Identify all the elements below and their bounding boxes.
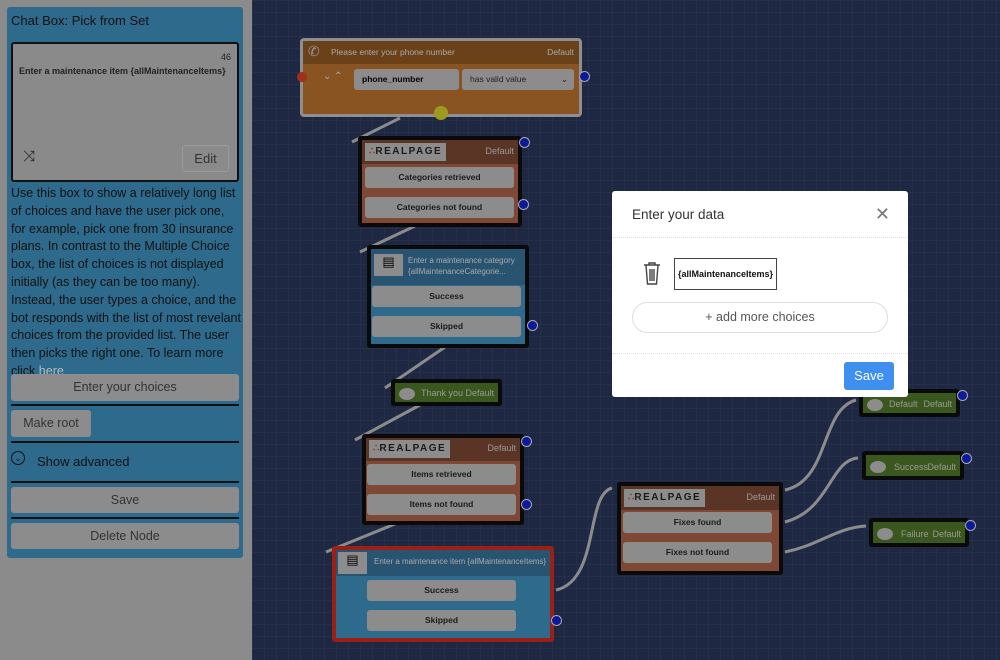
output-port[interactable] (519, 137, 530, 148)
enter-data-modal: Enter your data ✕ {allMaintenanceItems} … (612, 191, 908, 397)
connector (555, 486, 613, 592)
output-port[interactable] (518, 199, 529, 210)
error-port[interactable] (297, 72, 307, 82)
condition-value: has valid value (470, 74, 527, 84)
delete-node-button[interactable]: Delete Node (11, 523, 239, 549)
message-node[interactable]: Success Default (862, 451, 964, 480)
modal-title: Enter your data (632, 207, 725, 222)
reorder-arrows-icon[interactable]: ⌄ ⌃ (323, 71, 343, 82)
output-port[interactable] (521, 436, 532, 447)
message-node[interactable]: Failure Default (869, 518, 969, 547)
panel-title: Chat Box: Pick from Set (11, 13, 149, 28)
phone-input-node[interactable]: ✆ Please enter your phone number Default… (300, 38, 582, 117)
output-port[interactable] (527, 320, 538, 331)
branch-button[interactable]: Skipped (367, 610, 516, 631)
realpage-node[interactable]: ∴REALPAGE Default Categories retrieved C… (358, 136, 522, 227)
add-port[interactable] (434, 106, 448, 120)
node-settings-panel: Chat Box: Pick from Set 46 Enter a maint… (7, 7, 243, 558)
chat-bubble-icon (877, 528, 893, 540)
divider (11, 404, 239, 406)
divider (11, 517, 239, 519)
default-label: Default (927, 462, 956, 472)
form-icon: ▤ (374, 254, 403, 276)
realpage-logo: ∴REALPAGE (365, 143, 447, 161)
realpage-node[interactable]: ∴REALPAGE Default Fixes found Fixes not … (617, 482, 783, 575)
output-port[interactable] (551, 615, 562, 626)
show-advanced-toggle[interactable]: ⌄ Show advanced (11, 451, 239, 475)
node-title: Please enter your phone number (331, 47, 455, 57)
output-port[interactable] (521, 499, 532, 510)
default-label: Default (746, 492, 775, 502)
chevron-down-icon: ⌄ (560, 74, 568, 84)
output-port[interactable] (957, 390, 968, 401)
branch-button[interactable]: Items not found (367, 494, 516, 515)
node-title: Enter a maintenance item {allMaintenance… (374, 557, 547, 566)
selected-pick-from-set-node[interactable]: ▤ Enter a maintenance item {allMaintenan… (332, 546, 554, 642)
message-textbox[interactable]: 46 Enter a maintenance item {allMaintena… (11, 42, 239, 182)
connector (784, 524, 867, 554)
chat-bubble-icon (399, 388, 415, 400)
close-icon[interactable]: ✕ (874, 204, 890, 224)
variable-field[interactable]: phone_number (354, 69, 459, 90)
default-label: Default (465, 388, 494, 398)
make-root-button[interactable]: Make root (11, 410, 91, 437)
divider (612, 353, 908, 354)
connector (784, 398, 857, 492)
default-label: Default (547, 47, 574, 57)
message-label: Success (894, 462, 929, 472)
realpage-logo: ∴REALPAGE (369, 440, 451, 458)
save-node-button[interactable]: Save (11, 487, 239, 513)
node-title: Enter a maintenance category {allMainten… (408, 256, 515, 276)
message-label: Thank you (421, 388, 464, 398)
message-text: Enter a maintenance item {allMaintenance… (19, 66, 226, 76)
chat-bubble-icon (870, 461, 886, 473)
default-label: Default (487, 443, 516, 453)
divider (11, 441, 239, 443)
enter-choices-button[interactable]: Enter your choices (11, 374, 239, 401)
output-port[interactable] (579, 71, 590, 82)
message-node[interactable]: Thank you Default (391, 379, 502, 406)
char-count: 46 (220, 52, 231, 62)
branch-button[interactable]: Success (367, 580, 516, 601)
edit-button[interactable]: Edit (182, 145, 229, 172)
default-label: Default (485, 146, 514, 156)
message-label: Default (889, 399, 918, 409)
connector (784, 456, 859, 524)
chevron-down-icon: ⌄ (11, 451, 25, 465)
realpage-node[interactable]: ∴REALPAGE Default Items retrieved Items … (362, 434, 524, 525)
realpage-logo: ∴REALPAGE (624, 489, 706, 507)
pick-from-set-node[interactable]: ▤ Enter a maintenance category {allMaint… (367, 245, 529, 348)
output-port[interactable] (965, 520, 976, 531)
show-advanced-label: Show advanced (37, 454, 130, 469)
chat-bubble-icon (867, 399, 883, 411)
branch-button[interactable]: Fixes found (623, 512, 772, 533)
condition-select[interactable]: has valid value ⌄ (462, 69, 574, 90)
trash-icon[interactable] (643, 261, 661, 285)
form-icon: ▤ (338, 552, 367, 574)
choice-input[interactable]: {allMaintenanceItems} (674, 258, 777, 290)
modal-save-button[interactable]: Save (844, 362, 894, 390)
shuffle-icon[interactable]: ⤨ (23, 148, 36, 165)
branch-button[interactable]: Fixes not found (623, 542, 772, 563)
branch-button[interactable]: Success (372, 286, 521, 307)
divider (612, 237, 908, 238)
description: Use this box to show a relatively long l… (11, 185, 241, 381)
branch-button[interactable]: Items retrieved (367, 464, 516, 485)
message-label: Failure (901, 529, 929, 539)
branch-button[interactable]: Categories not found (365, 197, 514, 218)
branch-button[interactable]: Categories retrieved (365, 167, 514, 188)
description-text: Use this box to show a relatively long l… (11, 186, 241, 378)
default-label: Default (923, 399, 952, 409)
branch-button[interactable]: Skipped (372, 316, 521, 337)
default-label: Default (932, 529, 961, 539)
divider (11, 481, 239, 483)
add-more-choices-button[interactable]: + add more choices (632, 302, 888, 333)
output-port[interactable] (961, 453, 972, 464)
phone-icon: ✆ (308, 43, 320, 59)
